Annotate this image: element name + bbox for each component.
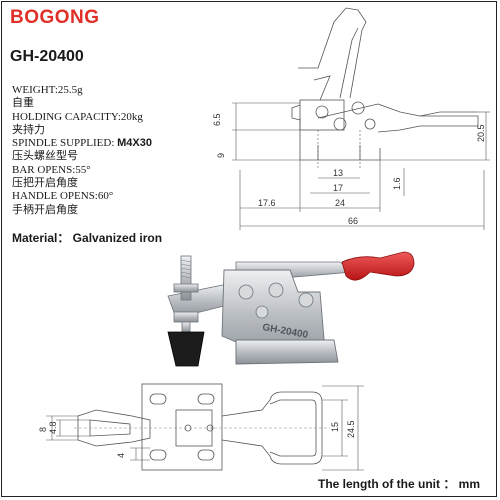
model-title: GH-20400 <box>10 48 84 65</box>
dim-24: 24 <box>335 198 345 208</box>
spec-spindle-cn: 压头螺丝型号 <box>12 150 78 163</box>
rivet-4 <box>255 305 269 319</box>
unit-note: The length of the unit ： mm <box>318 477 480 491</box>
spec-bar-cn: 压把开启角度 <box>12 177 78 190</box>
dim-15: 15 <box>330 422 340 432</box>
spec-handle-cn: 手柄开启角度 <box>12 203 78 216</box>
open-handle-outline <box>298 7 367 99</box>
rivet-3 <box>298 292 314 308</box>
rubber-pressure-tip <box>167 331 205 367</box>
spec-handle-en: HANDLE OPENS:60° <box>12 190 114 203</box>
dim-4: 4 <box>116 453 126 458</box>
clamp-base <box>235 339 339 365</box>
spec-holding-en: HOLDING CAPACITY:20kg <box>12 110 143 123</box>
red-handle-grip <box>341 251 415 281</box>
dim-8: 8 <box>38 427 48 432</box>
spec-weight-cn: 自重 <box>12 97 34 110</box>
dim-9: 9 <box>216 153 226 158</box>
dim-24-5: 24.5 <box>346 420 356 438</box>
spec-holding-cn: 夹持力 <box>12 123 45 136</box>
dim-17-6: 17.6 <box>258 198 276 208</box>
dim-1-6: 1.6 <box>392 177 402 190</box>
clamp-bar-slot <box>77 409 151 447</box>
dim-6-5: 6.5 <box>212 113 222 126</box>
dim-13: 13 <box>333 168 343 178</box>
dim-17: 17 <box>333 183 343 193</box>
dim-66: 66 <box>348 216 358 226</box>
spec-bar-en: BAR OPENS:55° <box>12 163 91 176</box>
spec-list: WEIGHT:25.5g 自重 HOLDING CAPACITY:20kg 夹持… <box>12 84 152 217</box>
material-label: Material： Galvanized iron <box>12 231 163 245</box>
rivet-1 <box>238 284 254 300</box>
spec-weight-en: WEIGHT:25.5g <box>12 84 83 96</box>
spec-spindle-en: SPINDLE SUPPLIED: M4X30 <box>12 137 152 150</box>
dim-20-5: 20.5 <box>476 124 486 142</box>
base-plate-outline <box>141 383 223 471</box>
spec-spindle-label: SPINDLE SUPPLIED: <box>12 137 115 150</box>
spec-spindle-value: M4X30 <box>117 137 152 150</box>
brand-logo: BOGONG <box>10 7 100 28</box>
hex-nut-upper <box>173 283 199 293</box>
rivet-2 <box>268 282 284 298</box>
dim-4-8: 4.8 <box>48 421 58 434</box>
